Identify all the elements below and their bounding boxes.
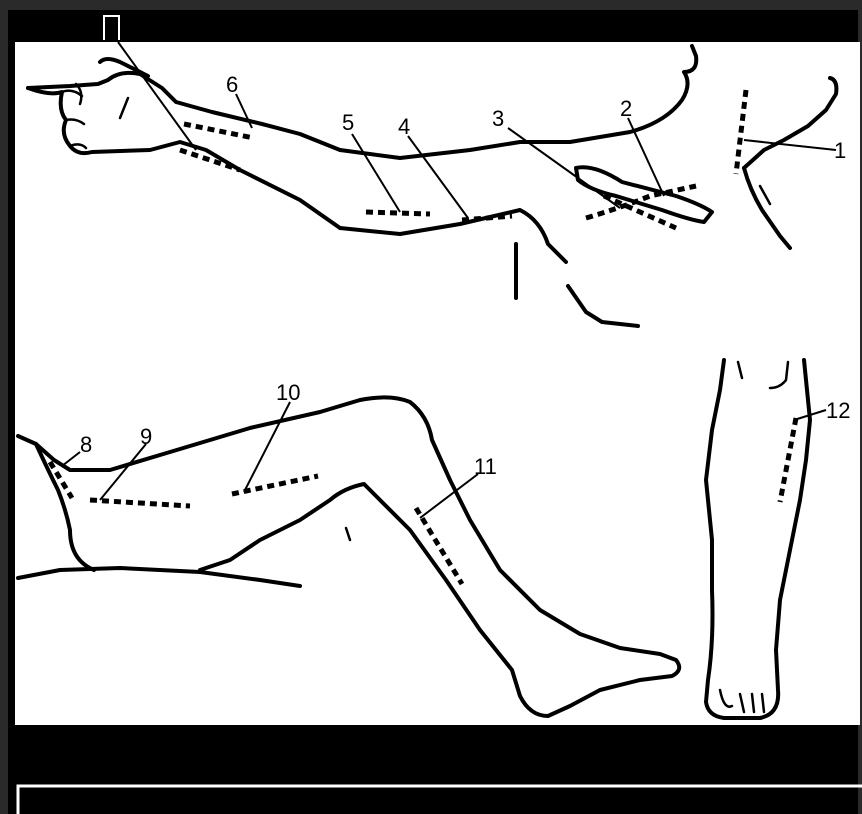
label-10: 10 bbox=[276, 380, 300, 405]
label-8: 8 bbox=[80, 432, 92, 457]
label-12: 12 bbox=[826, 398, 850, 423]
label-9: 9 bbox=[140, 424, 152, 449]
label-5: 5 bbox=[342, 110, 354, 135]
drawing-panel bbox=[15, 42, 860, 725]
label-3: 3 bbox=[492, 106, 504, 131]
label-6: 6 bbox=[226, 72, 238, 97]
label-11: 11 bbox=[474, 454, 497, 479]
label-2: 2 bbox=[620, 96, 632, 121]
label-4: 4 bbox=[398, 114, 410, 139]
label-1: 1 bbox=[834, 138, 846, 163]
